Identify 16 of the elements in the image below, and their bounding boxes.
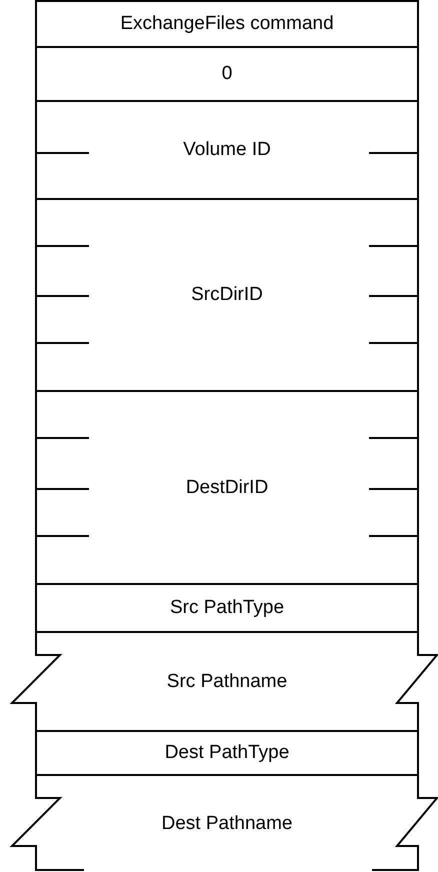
field-label: Src Pathname <box>166 670 288 694</box>
field-label: DestDirID <box>186 476 268 500</box>
field-label: Dest PathType <box>164 741 290 765</box>
field-box <box>35 46 419 102</box>
field-label: Dest Pathname <box>162 812 292 836</box>
field-label: SrcDirID <box>191 283 263 307</box>
field-label: Volume ID <box>183 138 271 162</box>
field-box <box>35 730 419 776</box>
field-box <box>35 390 419 585</box>
field-label: ExchangeFiles command <box>120 12 334 36</box>
field-box <box>35 0 419 48</box>
field-box <box>35 100 419 200</box>
field-label: Src PathType <box>170 596 284 620</box>
field-label: 0 <box>222 62 232 86</box>
field-box <box>35 583 419 633</box>
field-box <box>35 198 419 392</box>
